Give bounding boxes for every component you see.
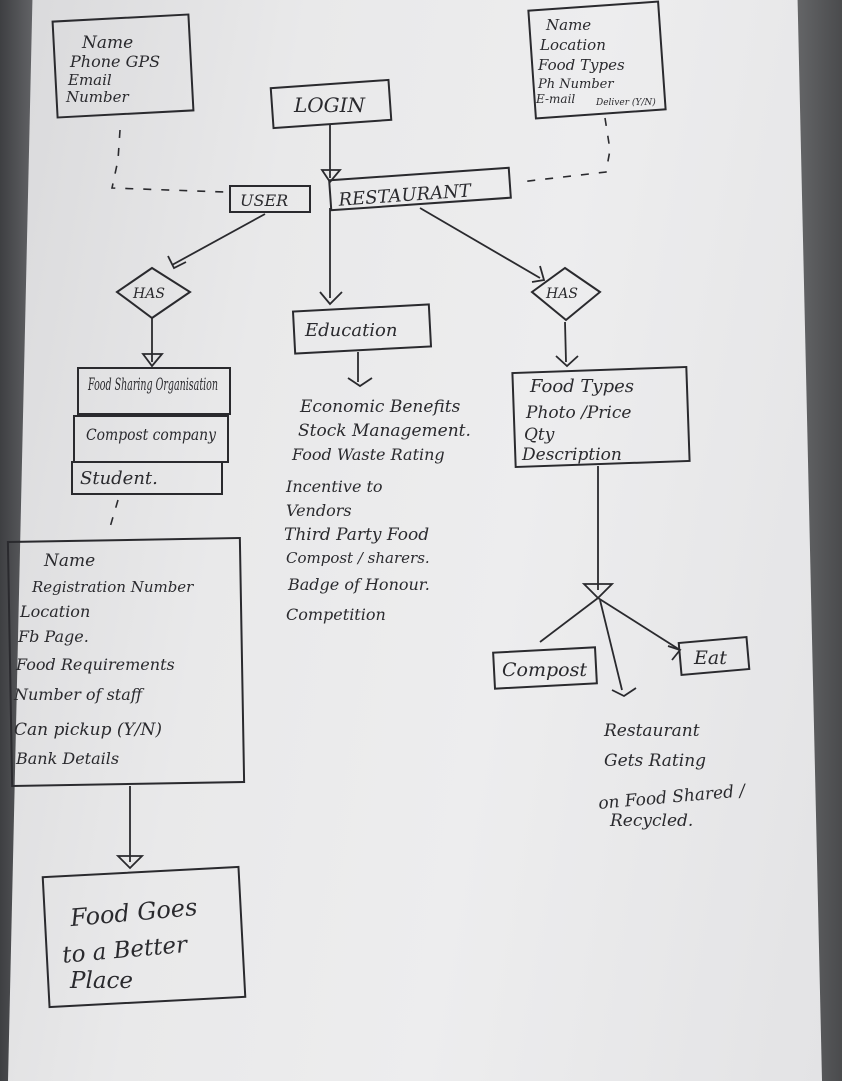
rest-attr-6: Deliver (Y/N) — [595, 97, 656, 108]
edu-item-4: Incentive to — [285, 477, 383, 496]
user-attr-3: Email — [67, 71, 112, 89]
final-line-3: Place — [69, 968, 133, 994]
food-item-2: Photo /Price — [525, 403, 631, 423]
restaurant-label: RESTAURANT — [337, 180, 474, 210]
reg-item-4: Fb Page. — [17, 627, 89, 646]
edu-item-9: Competition — [286, 605, 386, 624]
edu-item-7: Compost / sharers. — [286, 549, 430, 567]
edu-item-1: Economic Benefits — [299, 397, 461, 417]
user-types-dash — [107, 499, 119, 535]
edu-item-6: Third Party Food — [284, 525, 429, 545]
branch-rating-arrow — [611, 687, 637, 698]
rating-line-3: on Food Shared / — [598, 781, 749, 814]
edu-item-5: Vendors — [286, 501, 352, 520]
restaurant-attributes-box: Name Location Food Types Ph Number E-mai… — [527, 0, 667, 120]
rest-attr-1: Name — [545, 16, 591, 34]
rating-line-1: Restaurant — [603, 721, 700, 741]
user-types-box: Food Sharing Organisation Compost compan… — [71, 367, 231, 495]
branch-rating-line — [599, 599, 623, 691]
reg-item-7: Can pickup (Y/N) — [14, 720, 162, 740]
edu-item-8: Badge of Honour. — [287, 575, 430, 594]
rating-line-4: Recycled. — [609, 811, 693, 831]
user-attr-dash — [111, 129, 226, 193]
reg-item-2: Registration Number — [31, 578, 194, 596]
food-down-arrow — [581, 583, 615, 600]
food-item-3: Qty — [524, 425, 555, 445]
rest-attr-5: E-mail — [535, 92, 575, 106]
restaurant-box: RESTAURANT — [328, 166, 512, 212]
compost-label: Compost — [502, 659, 587, 681]
login-label: LOGIN — [293, 93, 367, 117]
final-box: Food Goes to a Better Place — [41, 865, 247, 1009]
reg-item-8: Bank Details — [15, 749, 119, 768]
education-items: Economic Benefits Stock Management. Food… — [284, 397, 471, 624]
branch-eat-line — [597, 597, 681, 651]
user-to-has-line — [171, 213, 266, 266]
rest-attr-3: Food Types — [537, 56, 625, 74]
edu-item-2: Stock Management. — [298, 421, 471, 441]
reg-item-3: Location — [19, 602, 90, 621]
food-item-1: Food Types — [529, 376, 634, 397]
registration-down-arrow — [115, 855, 145, 870]
education-arrow — [319, 291, 343, 306]
education-box: Education — [291, 303, 433, 355]
user-type-2: Compost company — [86, 425, 217, 444]
edu-item-3: Food Waste Rating — [291, 445, 445, 464]
rest-attr-dash — [519, 117, 611, 183]
rest-attr-2: Location — [539, 36, 606, 54]
login-box: LOGIN — [269, 78, 393, 130]
rest-attr-4: Ph Number — [537, 77, 614, 92]
reg-item-6: Number of staff — [13, 685, 145, 704]
user-has-arrow — [167, 255, 187, 270]
user-type-3: Student. — [80, 468, 158, 489]
education-label: Education — [304, 320, 398, 341]
has-right-down — [564, 321, 567, 363]
restaurant-to-has-line — [419, 207, 541, 279]
food-item-4: Description — [521, 445, 622, 465]
user-box: USER — [229, 185, 311, 213]
user-type-1: Food Sharing Organisation — [87, 375, 218, 395]
login-arrowhead — [320, 169, 342, 184]
user-attr-1: Name — [81, 33, 133, 53]
final-line-1: Food Goes — [68, 893, 198, 932]
has-left-label: HAS — [132, 286, 165, 302]
compost-box: Compost — [492, 646, 598, 690]
reg-item-5: Food Requirements — [15, 655, 175, 674]
restaurant-has-arrow — [531, 265, 546, 283]
branch-compost-line — [539, 597, 599, 643]
has-right-diamond: HAS — [530, 266, 602, 322]
user-attr-2: Phone GPS — [69, 52, 160, 71]
has-right-label: HAS — [545, 286, 578, 302]
has-left-arrow — [141, 353, 164, 368]
eat-label: Eat — [693, 647, 727, 669]
rating-line-2: Gets Rating — [604, 751, 706, 771]
education-down-arrow — [347, 377, 373, 388]
user-attributes-box: Name Phone GPS Email Number — [51, 13, 195, 119]
rating-note: Restaurant Gets Rating on Food Shared / … — [598, 721, 749, 831]
has-left-diamond: HAS — [115, 266, 192, 320]
reg-item-1: Name — [43, 551, 95, 571]
eat-box: Eat — [677, 636, 751, 676]
food-types-box: Food Types Photo /Price Qty Description — [511, 365, 691, 469]
user-label: USER — [240, 191, 288, 210]
registration-box: Name Registration Number Location Fb Pag… — [6, 536, 246, 788]
final-line-2: to a Better — [61, 932, 190, 969]
has-right-arrow — [555, 355, 579, 368]
user-attr-4: Number — [65, 88, 129, 106]
